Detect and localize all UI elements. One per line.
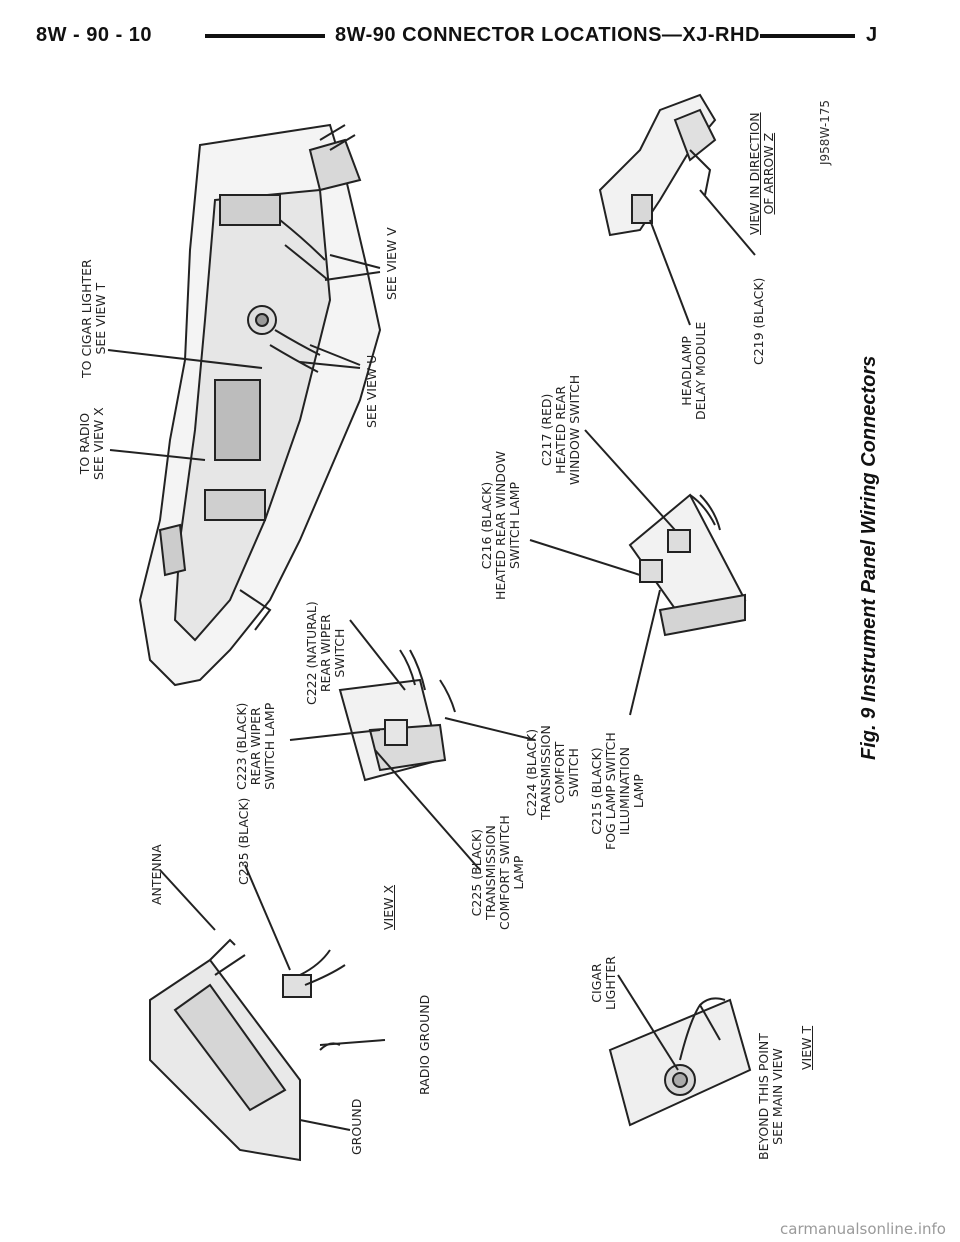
label-see-view-u: SEE VIEW U [364,354,379,428]
label-c215: C215 (BLACK) FOG LAMP SWITCH ILLUMINATIO… [589,732,646,850]
radio-drawing [149,864,386,1162]
headlamp-module-drawing [598,93,756,326]
label-antenna: ANTENNA [149,844,164,905]
label-c225: C225 (BLACK) TRANSMISSION COMFORT SWITCH… [469,815,526,930]
label-view-arrow-z: VIEW IN DIRECTION OF ARROW Z [747,112,776,235]
header-rule-left [205,34,325,38]
label-c222: C222 (NATURAL) REAR WIPER SWITCH [304,601,347,705]
label-headlamp-module: HEADLAMP DELAY MODULE [679,321,708,420]
label-c224: C224 (BLACK) TRANSMISSION COMFORT SWITCH [524,725,581,820]
cigar-lighter-drawing [608,974,752,1127]
label-c219: C219 (BLACK) [751,277,766,365]
section-title: 8W-90 CONNECTOR LOCATIONS—XJ-RHD [335,24,760,47]
label-ground: GROUND [349,1098,364,1155]
rear-wiper-switch-drawing [289,619,536,871]
watermark: carmanualsonline.info [780,1220,946,1238]
label-to-radio: TO RADIO SEE VIEW X [77,407,106,480]
page-header: 8W - 90 - 10 8W-90 CONNECTOR LOCATIONS—X… [0,0,960,70]
label-beyond-this-point: BEYOND THIS POINT SEE MAIN VIEW [756,1033,785,1160]
label-cigar-lighter: CIGAR LIGHTER [589,956,618,1010]
main-view-leaders [107,254,381,461]
page-letter: J [866,24,878,47]
label-c217: C217 (RED) HEATED REAR WINDOW SWITCH [539,374,582,485]
label-view-x: VIEW X [381,884,396,930]
label-see-view-v: SEE VIEW V [384,227,399,300]
label-view-t: VIEW T [799,1025,814,1070]
label-c235: C235 (BLACK) [236,797,251,885]
label-c223: C223 (BLACK) REAR WIPER SWITCH LAMP [234,702,277,790]
label-c216: C216 (BLACK) HEATED REAR WINDOW SWITCH L… [479,450,522,600]
label-to-cigar-lighter: TO CIGAR LIGHTER SEE VIEW T [79,259,108,378]
label-radio-ground: RADIO GROUND [417,994,432,1095]
page-number: 8W - 90 - 10 [36,24,153,47]
figure-reference-code: J958W-175 [818,99,832,165]
figure-caption: Fig. 9 Instrument Panel Wiring Connector… [858,355,880,760]
rear-window-switch-drawing [529,429,747,716]
header-rule-right [670,34,855,38]
instrument-panel-drawing [138,123,382,687]
